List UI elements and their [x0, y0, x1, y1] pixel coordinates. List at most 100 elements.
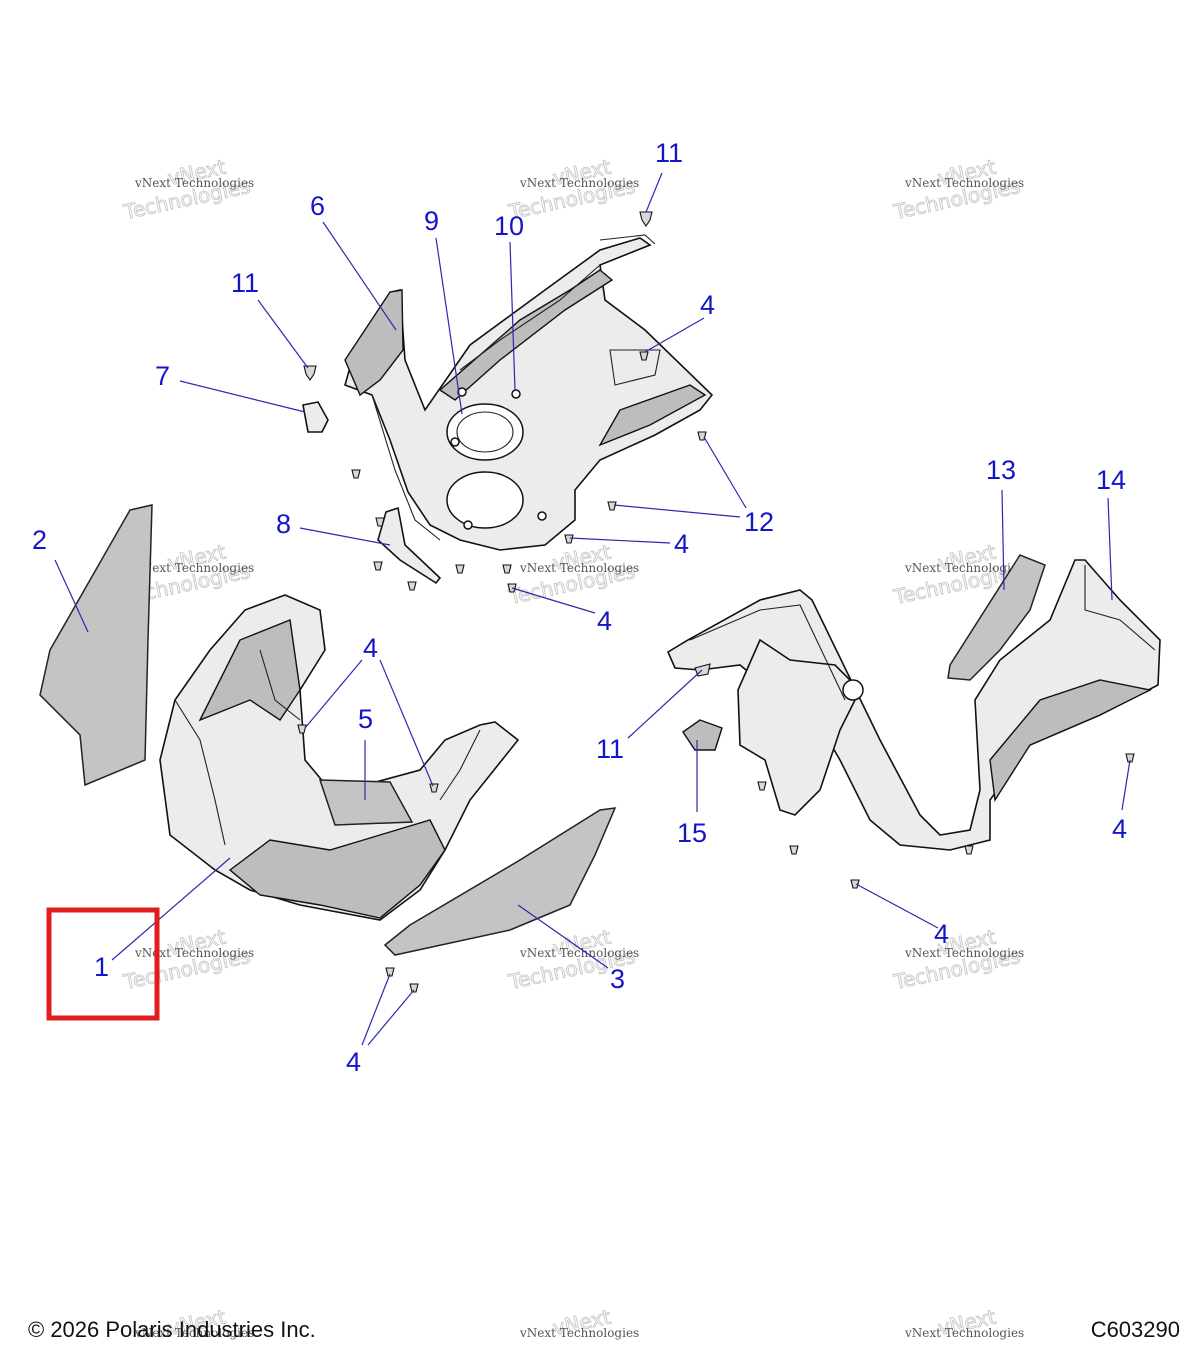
screw-icon [409, 983, 419, 993]
leader-line [703, 436, 747, 509]
leader-line [1107, 497, 1113, 601]
panel-5 [318, 779, 414, 826]
screw-icon [964, 845, 974, 855]
leader-line [257, 299, 309, 369]
leader-line [1001, 489, 1005, 591]
watermark-text: vNext Technologies [519, 176, 639, 190]
screw-icon [373, 561, 383, 571]
skid-plate-lower-hole [446, 471, 524, 529]
skid-plate-shadow [598, 384, 707, 447]
front-shroud-inner [228, 819, 446, 919]
skid-plate-side-rail [438, 269, 614, 401]
callout-4: 4 [1112, 814, 1127, 844]
callout-8: 8 [276, 509, 291, 539]
callout-6: 6 [310, 191, 325, 221]
bolt-hole [457, 387, 467, 397]
frame-edge [1084, 565, 1156, 651]
skid-plate-edge [459, 264, 601, 371]
frame-housing [737, 638, 861, 816]
callout-5: 5 [358, 704, 373, 734]
watermark-text: vNext Technologies [519, 1326, 639, 1340]
screw-icon [351, 469, 361, 479]
screw-icon [607, 501, 617, 511]
right-assembly [666, 554, 1161, 851]
leader-line [304, 659, 363, 729]
shroud-edge [439, 729, 481, 801]
watermark-text: vNext Technologies [519, 561, 639, 575]
callout-11: 11 [596, 734, 624, 764]
callout-4: 4 [700, 290, 715, 320]
leader-line [509, 241, 516, 391]
fastener-group [297, 211, 1135, 993]
watermark: Technologies vNext vNext Technologies [505, 154, 639, 225]
leader-line [54, 559, 89, 633]
cap-15 [682, 719, 723, 751]
callout-4: 4 [674, 529, 689, 559]
callout-4: 4 [346, 1047, 361, 1077]
callout-4: 4 [934, 919, 949, 949]
callout-10: 10 [494, 211, 524, 241]
screw-icon [564, 534, 574, 544]
watermark-text: vNext Technologies [904, 946, 1024, 960]
callout-14: 14 [1096, 465, 1126, 495]
watermark-text: vNext Technologies [134, 561, 254, 575]
callout-12: 12 [744, 507, 774, 537]
watermark-group: Technologies vNext vNext Technologies Te… [120, 154, 1024, 1341]
callout-4: 4 [363, 633, 378, 663]
callout-11: 11 [231, 268, 259, 298]
screw-icon [789, 845, 799, 855]
frame-edge [689, 604, 846, 701]
leader-line [517, 904, 609, 969]
bracket-7 [302, 401, 329, 433]
leader-line [361, 973, 391, 1046]
callout-11: 11 [655, 138, 683, 168]
leader-line [511, 587, 596, 614]
watermark-text: vNext Technologies [519, 946, 639, 960]
screw-icon [375, 517, 385, 527]
watermark: vNext vNext Technologies [519, 1304, 639, 1341]
leader-line [299, 527, 391, 546]
leader-lines [54, 172, 1131, 1046]
diagram-code: C603290 [1090, 1317, 1180, 1342]
screw-icon [429, 783, 439, 793]
left-lower-assembly [39, 504, 617, 956]
watermark: Technologies vNext vNext Technologies [120, 924, 254, 995]
skid-plate-upper-hole [446, 403, 524, 461]
skid-plate-edge [609, 349, 661, 386]
screw-icon [455, 564, 465, 574]
screw-icon [1125, 753, 1135, 763]
leader-line [645, 172, 663, 213]
callout-2: 2 [32, 525, 47, 555]
bolt-hole [537, 511, 547, 521]
watermark-text: vNext Technologies [134, 946, 254, 960]
screw-icon [639, 351, 649, 361]
leader-line [855, 883, 939, 929]
leader-line [111, 857, 231, 961]
side-panel-2 [39, 504, 153, 787]
screw-icon [407, 581, 417, 591]
bolt-hole [511, 389, 521, 399]
copyright-text: © 2026 Polaris Industries Inc. [28, 1317, 316, 1342]
screw-icon [502, 564, 512, 574]
leader-line [1121, 759, 1131, 811]
leader-line [569, 537, 671, 544]
leader-line [322, 221, 397, 331]
callout-1: 1 [94, 952, 109, 982]
screw-icon [297, 724, 307, 734]
leader-line [367, 989, 415, 1046]
upper-skid-plate-assembly [302, 234, 714, 585]
watermark: Technologies vNext vNext Technologies [120, 154, 254, 225]
shroud-edge [259, 649, 301, 721]
screw-icon [385, 967, 395, 977]
screw-icon [850, 879, 860, 889]
shroud-edge [174, 699, 226, 846]
leader-line [435, 237, 463, 415]
push-rivet-icon [303, 365, 317, 381]
highlight-box [46, 907, 160, 1021]
callout-13: 13 [986, 455, 1016, 485]
panel-13 [947, 554, 1046, 681]
watermark-text: vNext Technologies [904, 561, 1024, 575]
frame-shadow [989, 679, 1153, 803]
skid-plate [344, 237, 714, 551]
